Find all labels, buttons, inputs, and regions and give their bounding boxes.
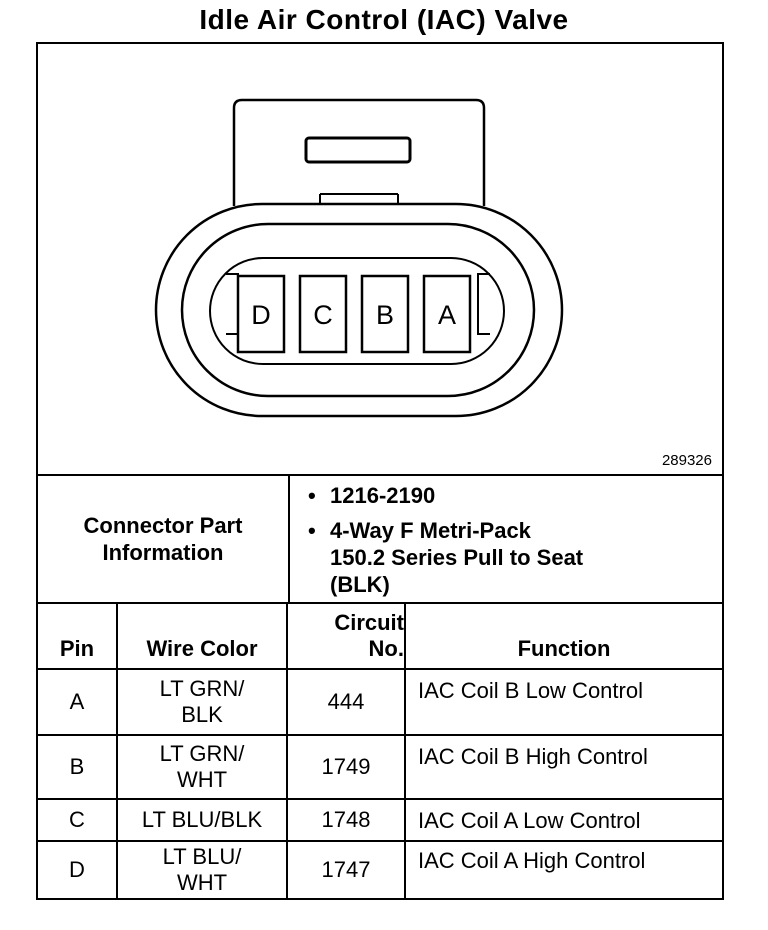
connector-info-row: Connector Part Information 1216-2190 4-W…	[38, 474, 722, 602]
connector-info-label-line: Information	[102, 540, 224, 565]
wire-color-line: LT GRN/	[159, 676, 245, 701]
pin-label-c: C	[313, 300, 333, 330]
cell-circuit: 1747	[286, 842, 404, 898]
wire-color-line: LT BLU/	[162, 844, 242, 869]
cell-function: IAC Coil B Low Control	[404, 670, 722, 734]
wire-color-line: WHT	[176, 767, 228, 792]
connector-cavity-well	[209, 257, 505, 365]
connector-inner-shell	[180, 222, 536, 398]
table-header-row: Pin Wire Color Circuit No. Function	[38, 602, 722, 668]
header-circuit-line: No.	[368, 636, 404, 661]
pin-cavity-d	[236, 274, 286, 354]
connector-latch-slot	[304, 136, 412, 164]
cell-circuit: 1748	[286, 800, 404, 840]
connector-info-label-line: Connector Part	[83, 513, 243, 538]
pin-label-d: D	[251, 300, 271, 330]
header-circuit-line: Circuit	[334, 610, 404, 635]
connector-outer-shell	[154, 202, 564, 418]
cell-pin: B	[69, 754, 85, 779]
cell-function: IAC Coil A Low Control	[404, 800, 722, 840]
cell-wire-color: LT GRN/ WHT	[116, 736, 286, 798]
cell-circuit: 1749	[286, 736, 404, 798]
cell-function: IAC Coil A High Control	[404, 842, 722, 898]
header-wire-color: Wire Color	[116, 604, 286, 668]
wire-color-line: LT GRN/	[159, 741, 245, 766]
table-row: C LT BLU/BLK 1748 IAC Coil A Low Control	[38, 798, 722, 840]
cell-pin: A	[69, 689, 85, 714]
pin-label-b: B	[376, 300, 394, 330]
wire-color-line: BLK	[181, 702, 223, 727]
cell-wire-color: LT BLU/ WHT	[116, 842, 286, 898]
table-row: B LT GRN/ WHT 1749 IAC Coil B High Contr…	[38, 734, 722, 798]
table-row: D LT BLU/ WHT 1747 IAC Coil A High Contr…	[38, 840, 722, 898]
connector-info-list: 1216-2190 4-Way F Metri-Pack 150.2 Serie…	[288, 476, 722, 602]
table-row: A LT GRN/ BLK 444 IAC Coil B Low Control	[38, 668, 722, 734]
figure-id: 289326	[661, 452, 712, 469]
pin-cavity-c	[298, 274, 348, 354]
connector-description: 4-Way F Metri-Pack 150.2 Series Pull to …	[308, 517, 590, 598]
page-title: Idle Air Control (IAC) Valve	[199, 4, 569, 35]
wire-color-line: WHT	[176, 870, 228, 895]
cell-wire-color: LT GRN/ BLK	[116, 670, 286, 734]
cell-pin: C	[69, 807, 85, 832]
pin-cavity-a	[422, 274, 472, 354]
connector-info-label: Connector Part Information	[38, 476, 288, 602]
connector-part-number: 1216-2190	[308, 482, 722, 509]
cell-function: IAC Coil B High Control	[404, 736, 722, 798]
cell-pin: D	[69, 857, 85, 882]
cell-wire-color: LT BLU/BLK	[116, 800, 286, 840]
header-circuit: Circuit No.	[286, 604, 404, 668]
cell-circuit: 444	[286, 670, 404, 734]
header-pin: Pin	[59, 636, 95, 661]
header-function: Function	[404, 604, 722, 668]
pin-cavity-b	[360, 274, 410, 354]
connector-lock-tab	[232, 98, 486, 206]
pin-label-a: A	[438, 300, 456, 330]
